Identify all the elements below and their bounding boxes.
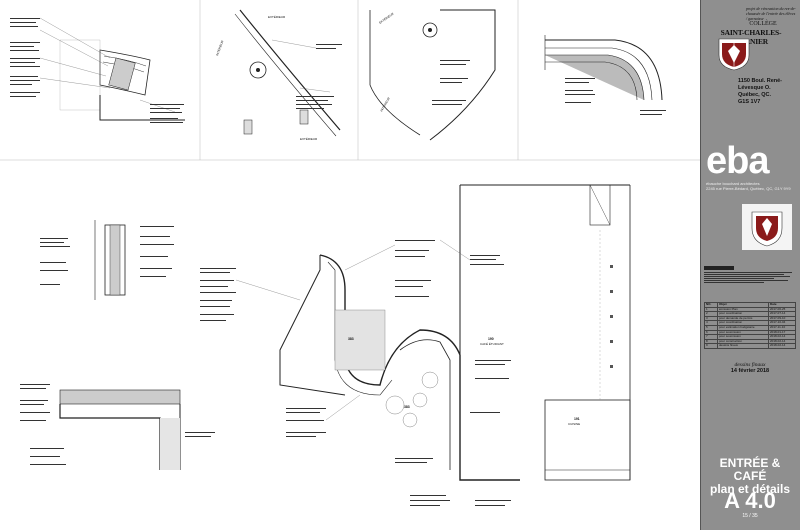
firm-name-text: ébauche bouchard architectes xyxy=(706,181,760,186)
cafe-number: 190 xyxy=(488,337,494,341)
sheet-title-line-2: plan et détails xyxy=(709,482,791,496)
drawing-stage: dessins finaux 14 février 2018 xyxy=(704,362,796,374)
school-name-line-2: SAINT-CHARLES-GARNIER xyxy=(720,28,782,46)
address-block: 1150 Boul. René-Lévesque O. Québec, QC. … xyxy=(738,78,794,106)
address-line-3: G1S 1V7 xyxy=(738,99,761,105)
page-count: 15 / 35 xyxy=(742,513,758,519)
general-notes xyxy=(704,266,796,284)
detail-1 xyxy=(10,17,185,123)
sheet-title-line-1: ENTRÉE & CAFÉ xyxy=(719,456,781,483)
cafe-label: CAFÉ ÉTUDIANT xyxy=(480,341,504,346)
detail-5 xyxy=(40,220,174,300)
address-line-2: Québec, QC. xyxy=(738,92,772,98)
cuisine-label: CUISINE xyxy=(568,422,580,426)
stage-label: dessins finaux xyxy=(734,362,766,368)
issue-date: 14 février 2018 xyxy=(730,368,770,374)
sheet-title: ENTRÉE & CAFÉ plan et détails xyxy=(702,457,798,496)
school-name-line-1: COLLÈGE xyxy=(749,21,777,27)
revision-date: 2018-02-14 xyxy=(768,343,796,349)
label-interieur-2: INTÉRIEUR xyxy=(379,95,392,112)
label-exterieur-2: EXTÉRIEUR xyxy=(300,136,318,141)
sheet-number: A 4.0 xyxy=(724,488,776,513)
architectural-drawing: EXTÉRIEUR INTÉRIEUR EXTÉRIEUR EXTÉRIEUR … xyxy=(0,0,700,506)
firm-name: ébauche bouchard architectes 2245 rue Pi… xyxy=(706,181,794,191)
address-line-1: 1150 Boul. René-Lévesque O. xyxy=(738,78,783,91)
cuisine-number: 191 xyxy=(574,417,580,421)
main-plan: 383 383 191 CUISINE 190 CAFÉ ÉTUDIANT xyxy=(200,184,631,506)
detail-6 xyxy=(20,384,215,470)
detail-3: EXTÉRIEUR INTÉRIEUR xyxy=(369,9,496,141)
room-number-b: 383 xyxy=(404,405,410,409)
revision-object: dessins finaux xyxy=(717,343,769,349)
detail-4 xyxy=(544,35,666,115)
label-exterieur-1: EXTÉRIEUR xyxy=(268,14,286,19)
label-interieur-1: INTÉRIEUR xyxy=(214,39,225,57)
detail-2: EXTÉRIEUR INTÉRIEUR EXTÉRIEUR xyxy=(214,9,342,141)
revision-no: 9 xyxy=(704,343,718,349)
firm-logo: eba xyxy=(706,140,769,182)
room-number-a: 383 xyxy=(348,337,354,341)
firm-seal-icon xyxy=(742,204,792,250)
school-crest-icon xyxy=(718,38,750,71)
label-exterieur-3: EXTÉRIEUR xyxy=(378,10,396,24)
title-block xyxy=(700,0,800,530)
project-note: projet de rénovation du rez-de-chaussée … xyxy=(746,6,796,21)
firm-contact: 2245 rue Pierre-Bédard, Québec, QC, G1Y … xyxy=(706,186,791,191)
